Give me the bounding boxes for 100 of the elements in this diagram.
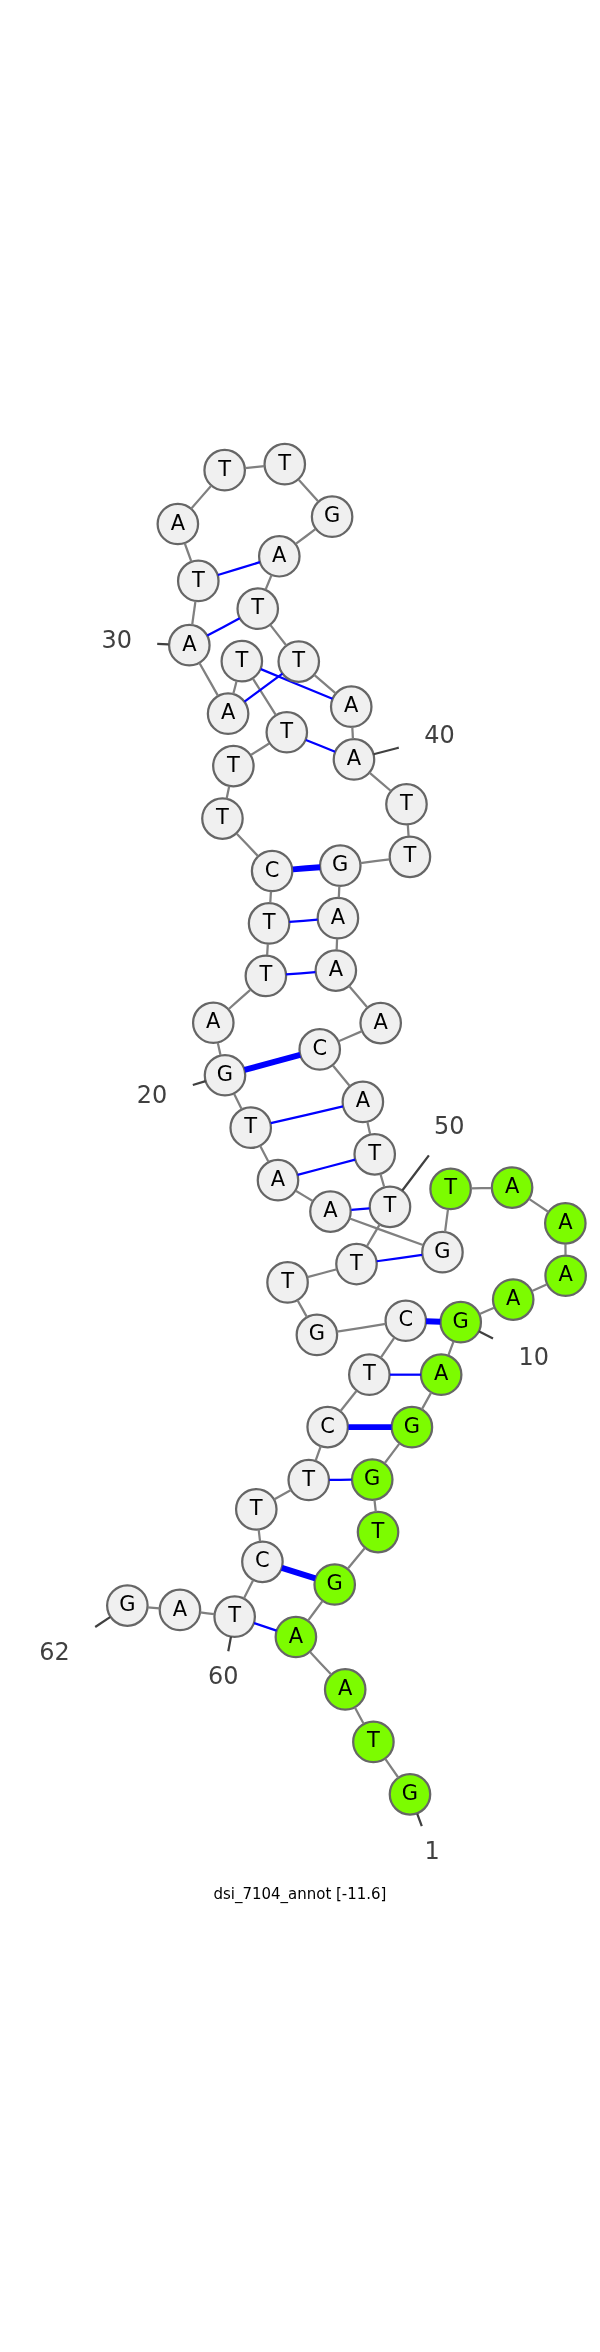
connector [478,1329,494,1340]
node-circle: T [265,710,309,754]
node-circle: T [429,1167,472,1210]
node-circle: T [277,639,321,683]
node-circle: G [421,1230,464,1273]
connector [336,1322,386,1333]
node-circle: G [390,1405,434,1448]
connector [253,1621,277,1632]
connector [259,1144,270,1162]
connector [447,1340,455,1356]
node-circle: T [348,1352,391,1396]
connector [528,1197,550,1213]
connector [373,1499,377,1512]
connector [379,1173,386,1187]
connector [383,1442,401,1464]
node-circle: A [156,502,200,545]
connector [368,771,392,792]
connector [216,1042,222,1055]
node-circle: G [313,1562,357,1606]
node-circle: A [314,948,358,992]
connector [351,726,355,739]
connector [564,1243,567,1255]
connector [251,677,277,716]
connector [264,574,273,590]
connector [351,1206,370,1211]
connector [242,1579,255,1599]
node-circle: T [244,954,288,997]
connector [349,1217,424,1246]
node-circle: T [353,1132,397,1176]
connector [531,1282,548,1292]
node-circle: T [352,1720,395,1763]
node-text: 50 [434,1111,465,1140]
node-circle: A [274,1615,318,1658]
connector [373,746,400,755]
node-circle: T [368,1184,412,1228]
node-circle: G [350,1457,394,1501]
connector [426,1317,441,1325]
connector [257,1528,262,1542]
node-circle: A [332,737,376,781]
connector [243,672,284,702]
node-circle: T [388,834,432,878]
connector [295,527,317,545]
node-circle: A [419,1352,463,1396]
node-circle: G [295,1313,339,1356]
connector [280,1564,317,1581]
connector [266,943,269,955]
connector [379,1336,396,1359]
connector [94,1615,111,1628]
connector [406,824,410,836]
node-circle: C [306,1405,350,1448]
node-text: 10 [518,1342,550,1371]
node-circle: C [384,1298,428,1342]
node-circle: G [203,1053,247,1097]
node-circle: A [329,684,373,728]
node-circle: A [544,1253,587,1297]
connector [192,1079,206,1086]
node-circle: A [490,1165,534,1209]
node-circle: G [439,1300,483,1344]
connector [225,785,231,799]
connector [337,885,341,898]
connector [443,1208,450,1232]
node-circle: A [206,691,250,735]
node-circle: A [309,1189,352,1233]
connector [297,1158,356,1176]
connector [470,1186,492,1190]
connector [366,1121,372,1134]
connector [390,1373,421,1376]
node-circle: T [356,1510,400,1553]
connector [157,642,169,645]
connector [289,918,318,923]
node-circle: T [247,901,291,945]
node-circle: T [266,1260,309,1304]
connector [479,1306,495,1315]
connector [314,1445,322,1461]
node-text: 60 [207,1661,239,1690]
connector [307,1267,338,1278]
connector [232,680,238,694]
connector [365,1223,381,1247]
connector [228,988,252,1010]
connector [147,1605,160,1609]
connector [296,1299,308,1318]
node-circle: A [191,1000,235,1044]
connector [305,738,336,753]
node-text: 1 [424,1836,440,1865]
node-circle: A [167,623,211,666]
connector [376,1253,423,1262]
node-circle: T [335,1242,378,1285]
connector [233,1093,243,1110]
node-circle: A [256,1158,300,1201]
connector [309,1650,332,1675]
connector [329,1478,352,1481]
node-circle: A [257,534,301,578]
connector [295,1189,314,1202]
node-circle: T [385,782,428,826]
node-circle: T [176,559,220,602]
node-circle: T [263,442,307,486]
connector [313,673,337,694]
connector [307,1599,324,1621]
connector [339,1389,358,1412]
node-circle: C [298,1027,342,1071]
